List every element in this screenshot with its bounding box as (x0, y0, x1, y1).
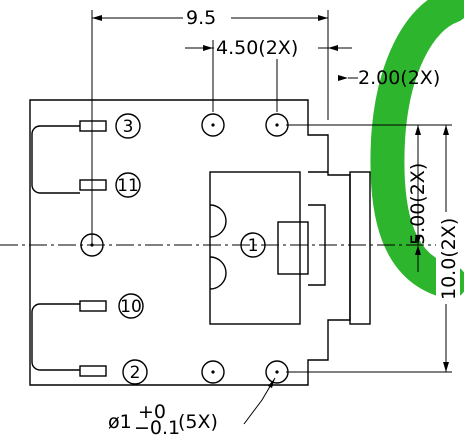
pin-label-11: 11 (117, 176, 139, 196)
body-outline (29, 99, 351, 386)
hole-diameter-label: ø1 (108, 411, 132, 433)
overall-width-label: 9.5 (186, 7, 216, 29)
pin-label-2: 2 (130, 363, 141, 383)
center-window (209, 171, 301, 325)
hole-count-label: (5X) (178, 411, 218, 433)
mounting-hole (201, 113, 225, 137)
mounting-hole (265, 360, 289, 384)
hole-tol-upper: +0 (138, 401, 166, 423)
hole-pitch-h-label: 4.50(2X) (216, 37, 298, 59)
mounting-hole (265, 113, 289, 137)
hole-tol-lower: −0.1 (134, 417, 180, 435)
pin-label-3: 3 (123, 117, 134, 137)
edge-offset-label: 2.00(2X) (358, 67, 440, 89)
overall-height-label: 10.0(2X) (438, 218, 460, 300)
side-tab (349, 171, 371, 325)
hole-pitch-v-label: 5.00(2X) (407, 163, 429, 245)
green-marker-stroke (370, 0, 464, 299)
mounting-hole (201, 360, 225, 384)
pin-label-10: 10 (120, 297, 142, 317)
pin-label-1: 1 (248, 236, 259, 256)
